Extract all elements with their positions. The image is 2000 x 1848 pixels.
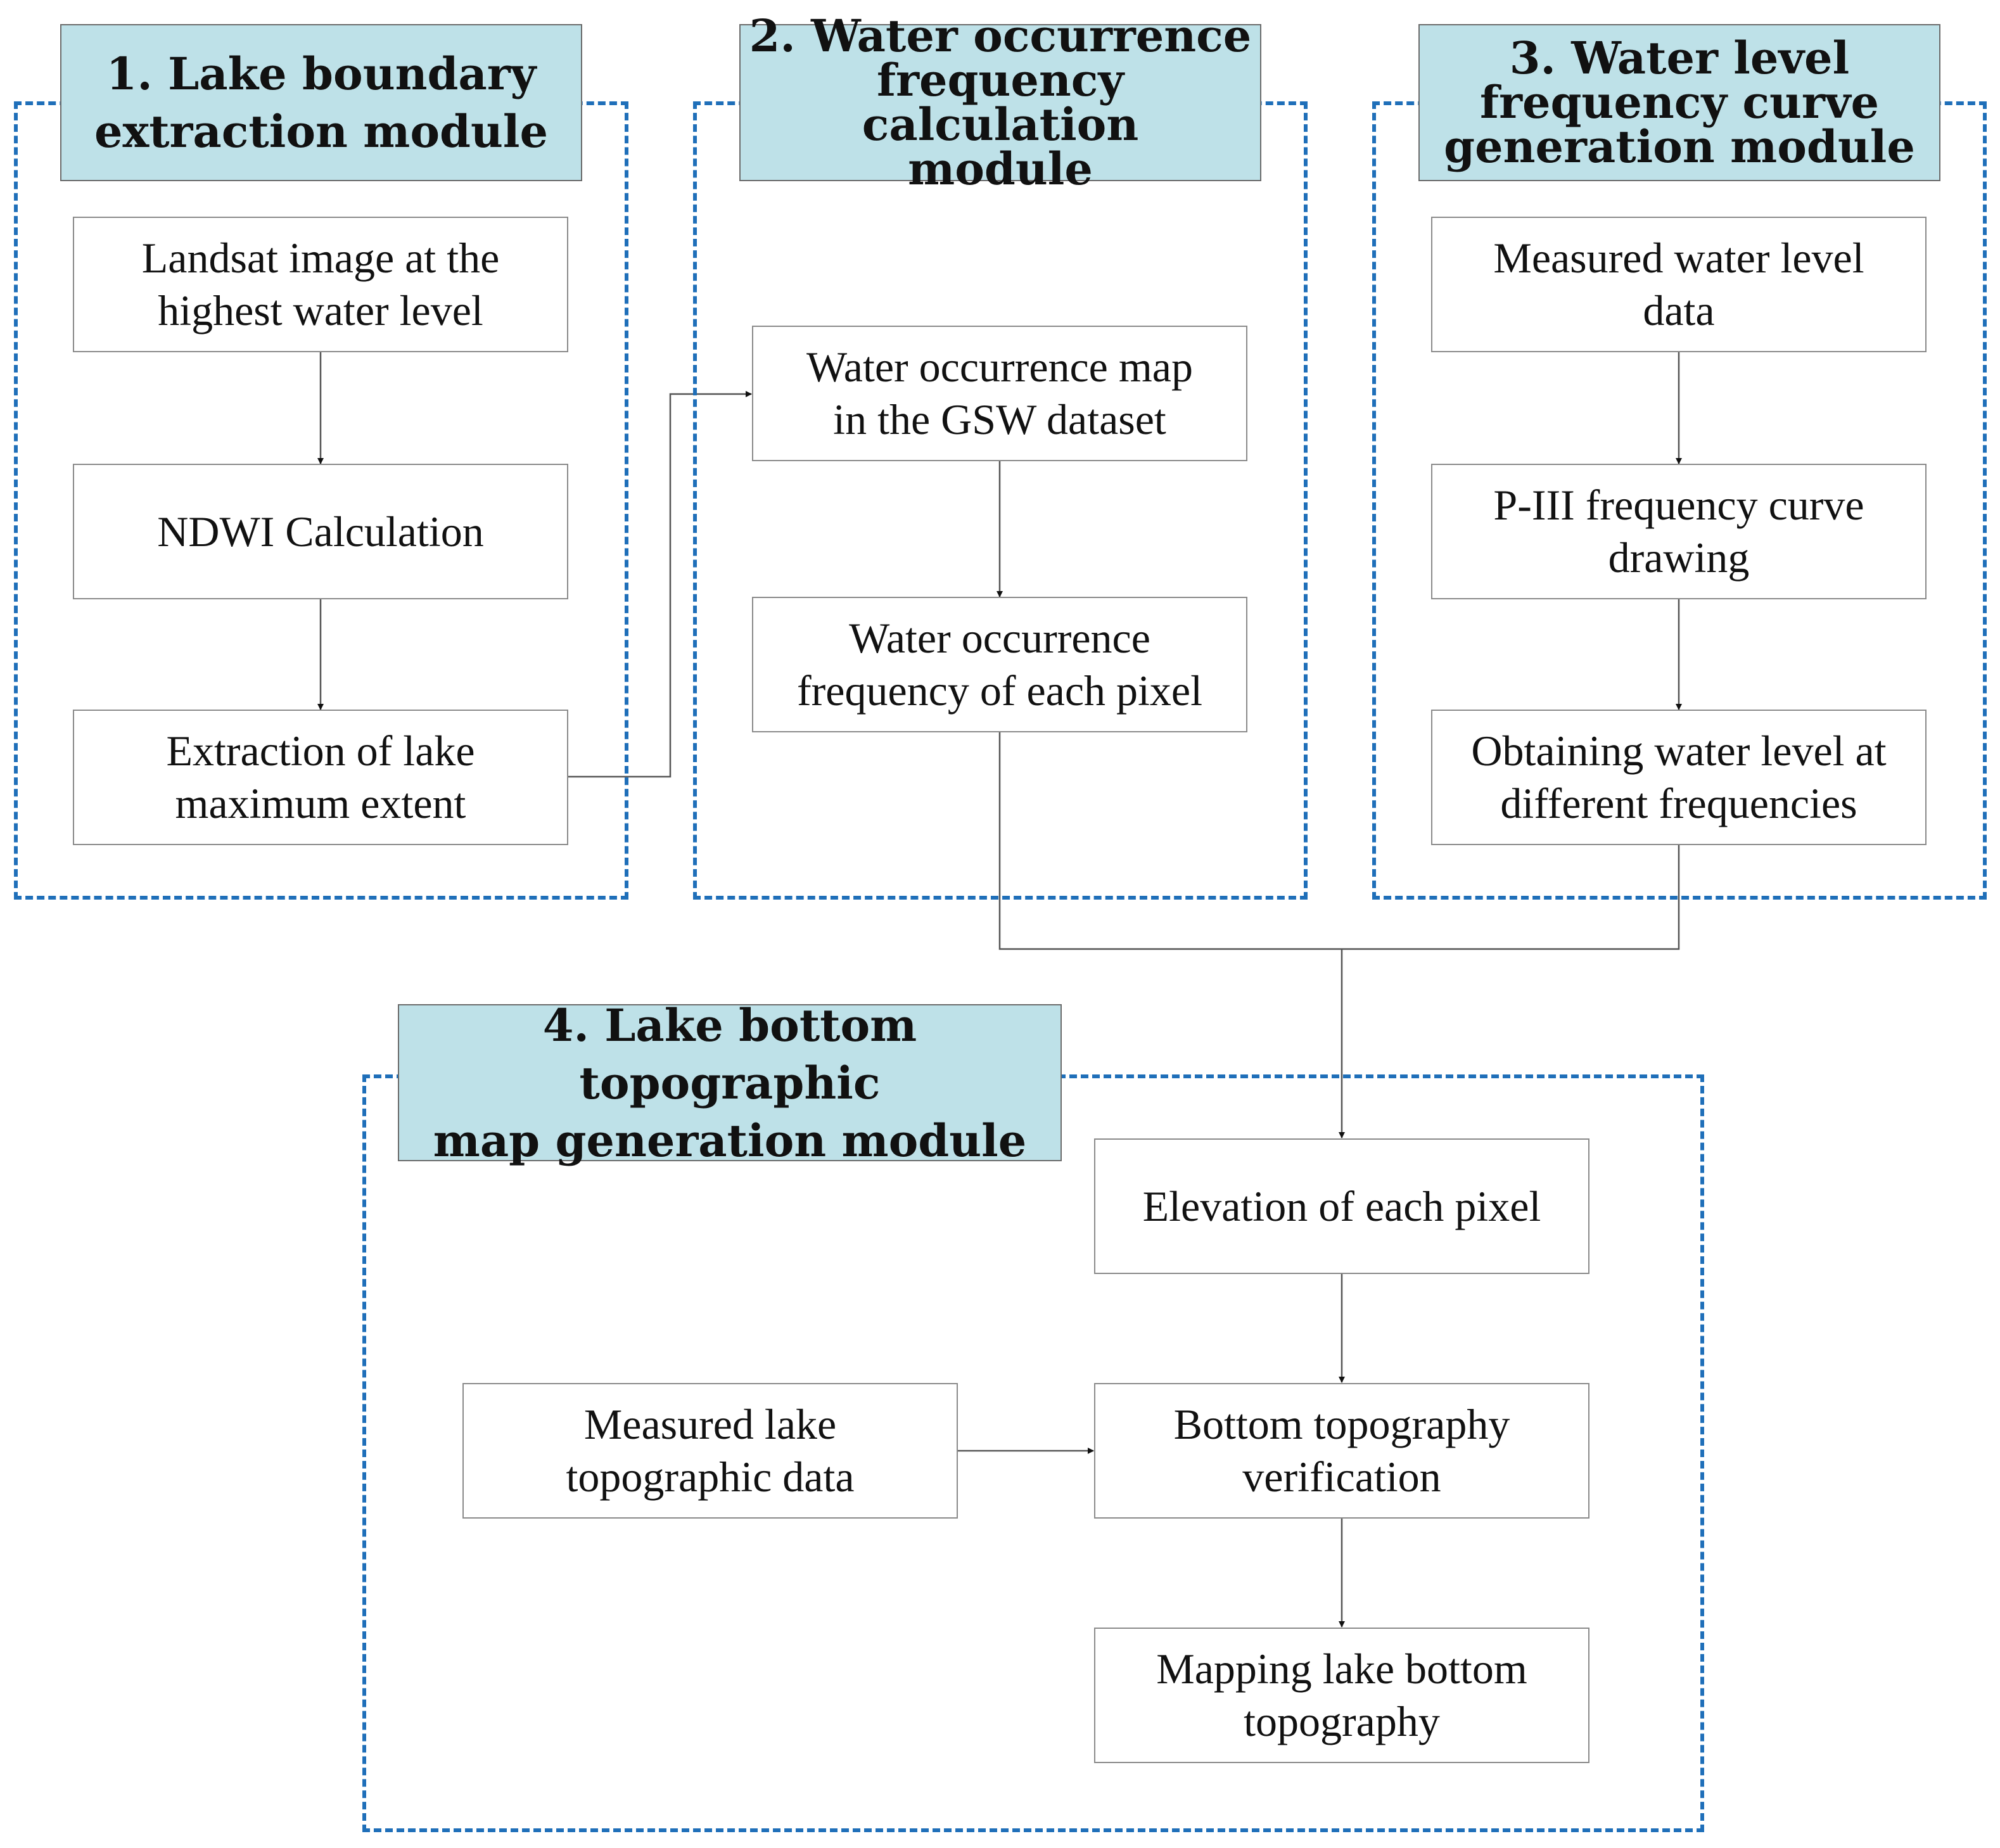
step-extraction-lake-extent: Extraction of lake maximum extent xyxy=(73,710,568,845)
arrow-extraction-to-gsw-map xyxy=(568,391,752,778)
step-landsat-image: Landsat image at the highest water level xyxy=(73,217,568,352)
step-elevation-each-pixel: Elevation of each pixel xyxy=(1094,1138,1589,1274)
module-2-title: 2. Water occurrence frequency calculatio… xyxy=(739,14,1261,191)
step-mapping-lake-bottom: Mapping lake bottom topography xyxy=(1094,1628,1589,1763)
step-measured-lake-topography: Measured lake topographic data xyxy=(462,1383,958,1519)
step-bottom-topography-verification: Bottom topography verification xyxy=(1094,1383,1589,1519)
module-4-title: 4. Lake bottom topographic map generatio… xyxy=(398,999,1062,1167)
connector-pixel-frequency-to-merge xyxy=(998,732,1342,950)
step-measured-water-level: Measured water level data xyxy=(1431,217,1927,352)
connector-level-to-merge xyxy=(1342,845,1680,950)
step-water-level-at-frequencies: Obtaining water level at different frequ… xyxy=(1431,710,1927,845)
module-2-region xyxy=(693,101,1308,900)
step-pixel-occurrence-frequency: Water occurrence frequency of each pixel xyxy=(752,597,1247,732)
step-p3-frequency-curve: P-III frequency curve drawing xyxy=(1431,464,1927,599)
module-1-title: 1. Lake boundary extraction module xyxy=(60,24,582,181)
step-ndwi-calculation: NDWI Calculation xyxy=(73,464,568,599)
step-gsw-occurrence-map: Water occurrence map in the GSW dataset xyxy=(752,326,1247,461)
module-3-title: 3. Water level frequency curve generatio… xyxy=(1418,24,1940,181)
